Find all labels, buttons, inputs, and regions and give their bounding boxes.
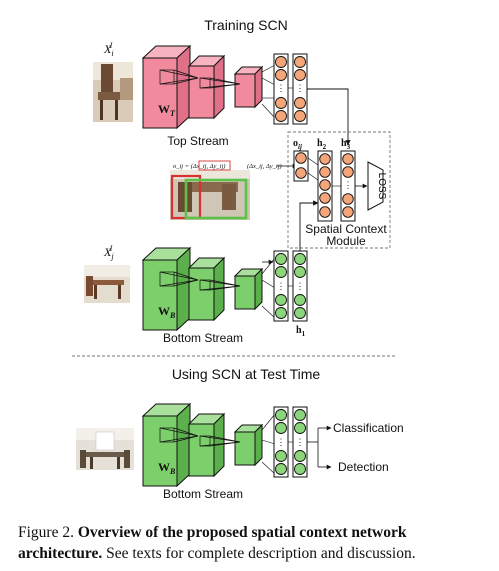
o-ij-layer — [293, 150, 309, 182]
test-title: Using SCN at Test Time — [172, 366, 321, 382]
top-conv-block-2 — [187, 54, 226, 120]
bottom-kernel-lines — [159, 271, 241, 291]
h1-label: h1 — [296, 325, 306, 338]
test-stream: WB ⋮ ⋮ Classification Detection — [76, 402, 404, 501]
test-kernel-lines — [159, 427, 241, 447]
test-fc-layer-2: ⋮ — [292, 406, 308, 478]
top-input-image — [93, 62, 133, 122]
test-input-image — [76, 428, 134, 470]
svg-text:⋮: ⋮ — [344, 180, 353, 190]
figure-caption: Figure 2. Overview of the proposed spati… — [18, 522, 488, 564]
top-kernel-lines — [159, 69, 241, 89]
svg-text:⋮: ⋮ — [296, 83, 305, 93]
test-fc-lines — [261, 413, 276, 475]
bottom-input-image — [84, 265, 130, 303]
scene-image: o_ij = (Δx_ij, Δy_ij) — [170, 160, 250, 220]
module-label-line2: Module — [326, 234, 366, 248]
bottom-stream: XjI WB — [84, 244, 308, 345]
h2-label: h2 — [317, 138, 327, 151]
bottom-conv-block-3 — [233, 267, 264, 311]
h3-label: h3 — [341, 138, 351, 151]
svg-text:⋮: ⋮ — [296, 281, 305, 291]
bottom-conv-block-2 — [187, 256, 226, 322]
top-conv-block-3 — [233, 65, 264, 109]
module-connections — [307, 157, 341, 187]
bottom-stream-label: Bottom Stream — [163, 331, 243, 345]
detection-label: Detection — [338, 460, 389, 474]
bottom-input-label: XjI — [103, 244, 114, 261]
spatial-context-module-box — [287, 131, 391, 249]
caption-rest: See texts for complete description and d… — [106, 545, 416, 562]
bottom-fc-lines — [261, 257, 276, 319]
o-ij-label: oij — [293, 138, 302, 151]
h3-layer: ⋮ — [340, 150, 356, 222]
caption-bold: Overview of the proposed spatial context… — [18, 524, 407, 562]
loss-label: LOSS — [376, 173, 387, 200]
bottom-fc-layer-2: ⋮ — [292, 250, 308, 322]
top-input-label: XiI — [103, 41, 114, 58]
test-weight-label: WB — [158, 460, 176, 476]
svg-text:⋮: ⋮ — [277, 83, 286, 93]
top-fc-layer-1: ⋮ — [273, 53, 289, 125]
svg-text:⋮: ⋮ — [277, 437, 286, 447]
top-stream: XiI WT — [93, 41, 308, 148]
module-label-line1: Spatial Context — [305, 222, 387, 236]
top-to-h3-arrow — [307, 88, 351, 146]
top-weight-label: WT — [158, 102, 176, 118]
classification-label: Classification — [333, 421, 404, 435]
h2-layer — [317, 150, 333, 222]
svg-text:⋮: ⋮ — [277, 281, 286, 291]
crop-green-box — [184, 178, 248, 220]
offset-sub-label: (Δx_ij, Δy_ij) — [247, 163, 282, 170]
test-bottom-stream-label: Bottom Stream — [163, 487, 243, 501]
top-fc-lines — [261, 64, 276, 119]
top-stream-label: Top Stream — [167, 134, 228, 148]
svg-text:⋮: ⋮ — [296, 437, 305, 447]
loss-block: LOSS — [367, 161, 387, 211]
top-fc-layer-2: ⋮ — [292, 53, 308, 125]
bottom-weight-label: WB — [158, 304, 176, 320]
caption-prefix: Figure 2. — [18, 524, 74, 541]
test-fc-layer-1: ⋮ — [273, 406, 289, 478]
test-conv-block-3 — [233, 423, 264, 467]
training-title: Training SCN — [204, 17, 288, 33]
bottom-fc-layer-1: ⋮ — [273, 250, 289, 322]
h1-to-h2-arrow — [299, 200, 319, 262]
